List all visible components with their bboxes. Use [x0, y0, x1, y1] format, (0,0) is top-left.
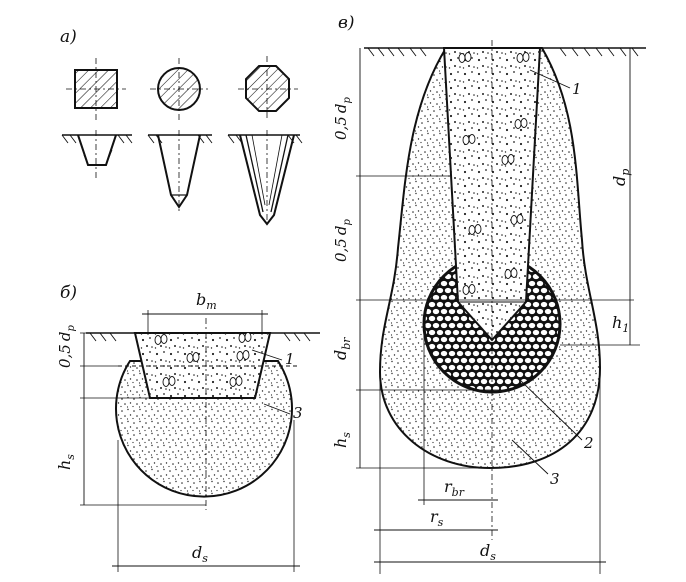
svg-text:2: 2 — [583, 434, 594, 452]
panel-label-v: в) — [338, 13, 355, 33]
dimension-h1: h1 — [560, 300, 640, 346]
square-section — [66, 58, 126, 120]
dimension-rs: rs — [374, 372, 498, 574]
svg-text:3: 3 — [293, 404, 303, 422]
label-rs: rs — [430, 507, 444, 529]
svg-text:1: 1 — [285, 350, 295, 368]
callout-1-b: 1 — [251, 349, 295, 368]
label-half-dp-bottom: 0,5dp — [332, 219, 353, 262]
panel-label-a: а) — [60, 27, 77, 47]
svg-text:3: 3 — [550, 470, 560, 488]
label-ds-b: ds — [192, 543, 208, 565]
panel-v: в) 0, — [331, 13, 646, 574]
label-hs-v: hs — [331, 432, 353, 448]
label-h1: h1 — [612, 313, 629, 335]
octagon-pile-profile — [227, 130, 303, 228]
label-rbr: rbr — [444, 477, 465, 499]
dimension-dp: dp — [610, 48, 632, 300]
dimension-ds-v: ds — [374, 368, 606, 574]
round-section — [150, 58, 208, 120]
label-half-dp-b: 0,5dp — [56, 325, 77, 368]
label-hs-b: hs — [55, 454, 77, 470]
svg-text:1: 1 — [572, 80, 582, 98]
dimension-rbr: rbr — [418, 324, 498, 505]
label-ds-v: ds — [480, 541, 496, 563]
panel-b: б) bm — [55, 283, 320, 572]
round-pile-profile — [147, 130, 213, 212]
octagon-section — [238, 56, 298, 120]
square-pile-profile — [61, 130, 133, 178]
dimension-left-b: 0,5dp hs — [55, 325, 206, 506]
label-dp: dp — [610, 169, 632, 186]
label-bm: bm — [196, 290, 217, 312]
panel-a: а) — [60, 27, 303, 228]
label-dbr: dbr — [331, 337, 353, 360]
label-half-dp-top: 0,5dp — [332, 97, 353, 140]
dimension-ds-b: ds — [112, 420, 300, 572]
callout-3-v: 3 — [511, 439, 560, 488]
dimension-left-v: 0,5dp 0,5dp dbr hs — [331, 48, 634, 469]
callout-3-b: 3 — [263, 403, 303, 422]
callout-2-v: 2 — [519, 379, 594, 452]
callout-1-v: 1 — [529, 69, 582, 98]
dimension-bm: bm — [142, 290, 268, 335]
panel-label-b: б) — [60, 283, 77, 303]
